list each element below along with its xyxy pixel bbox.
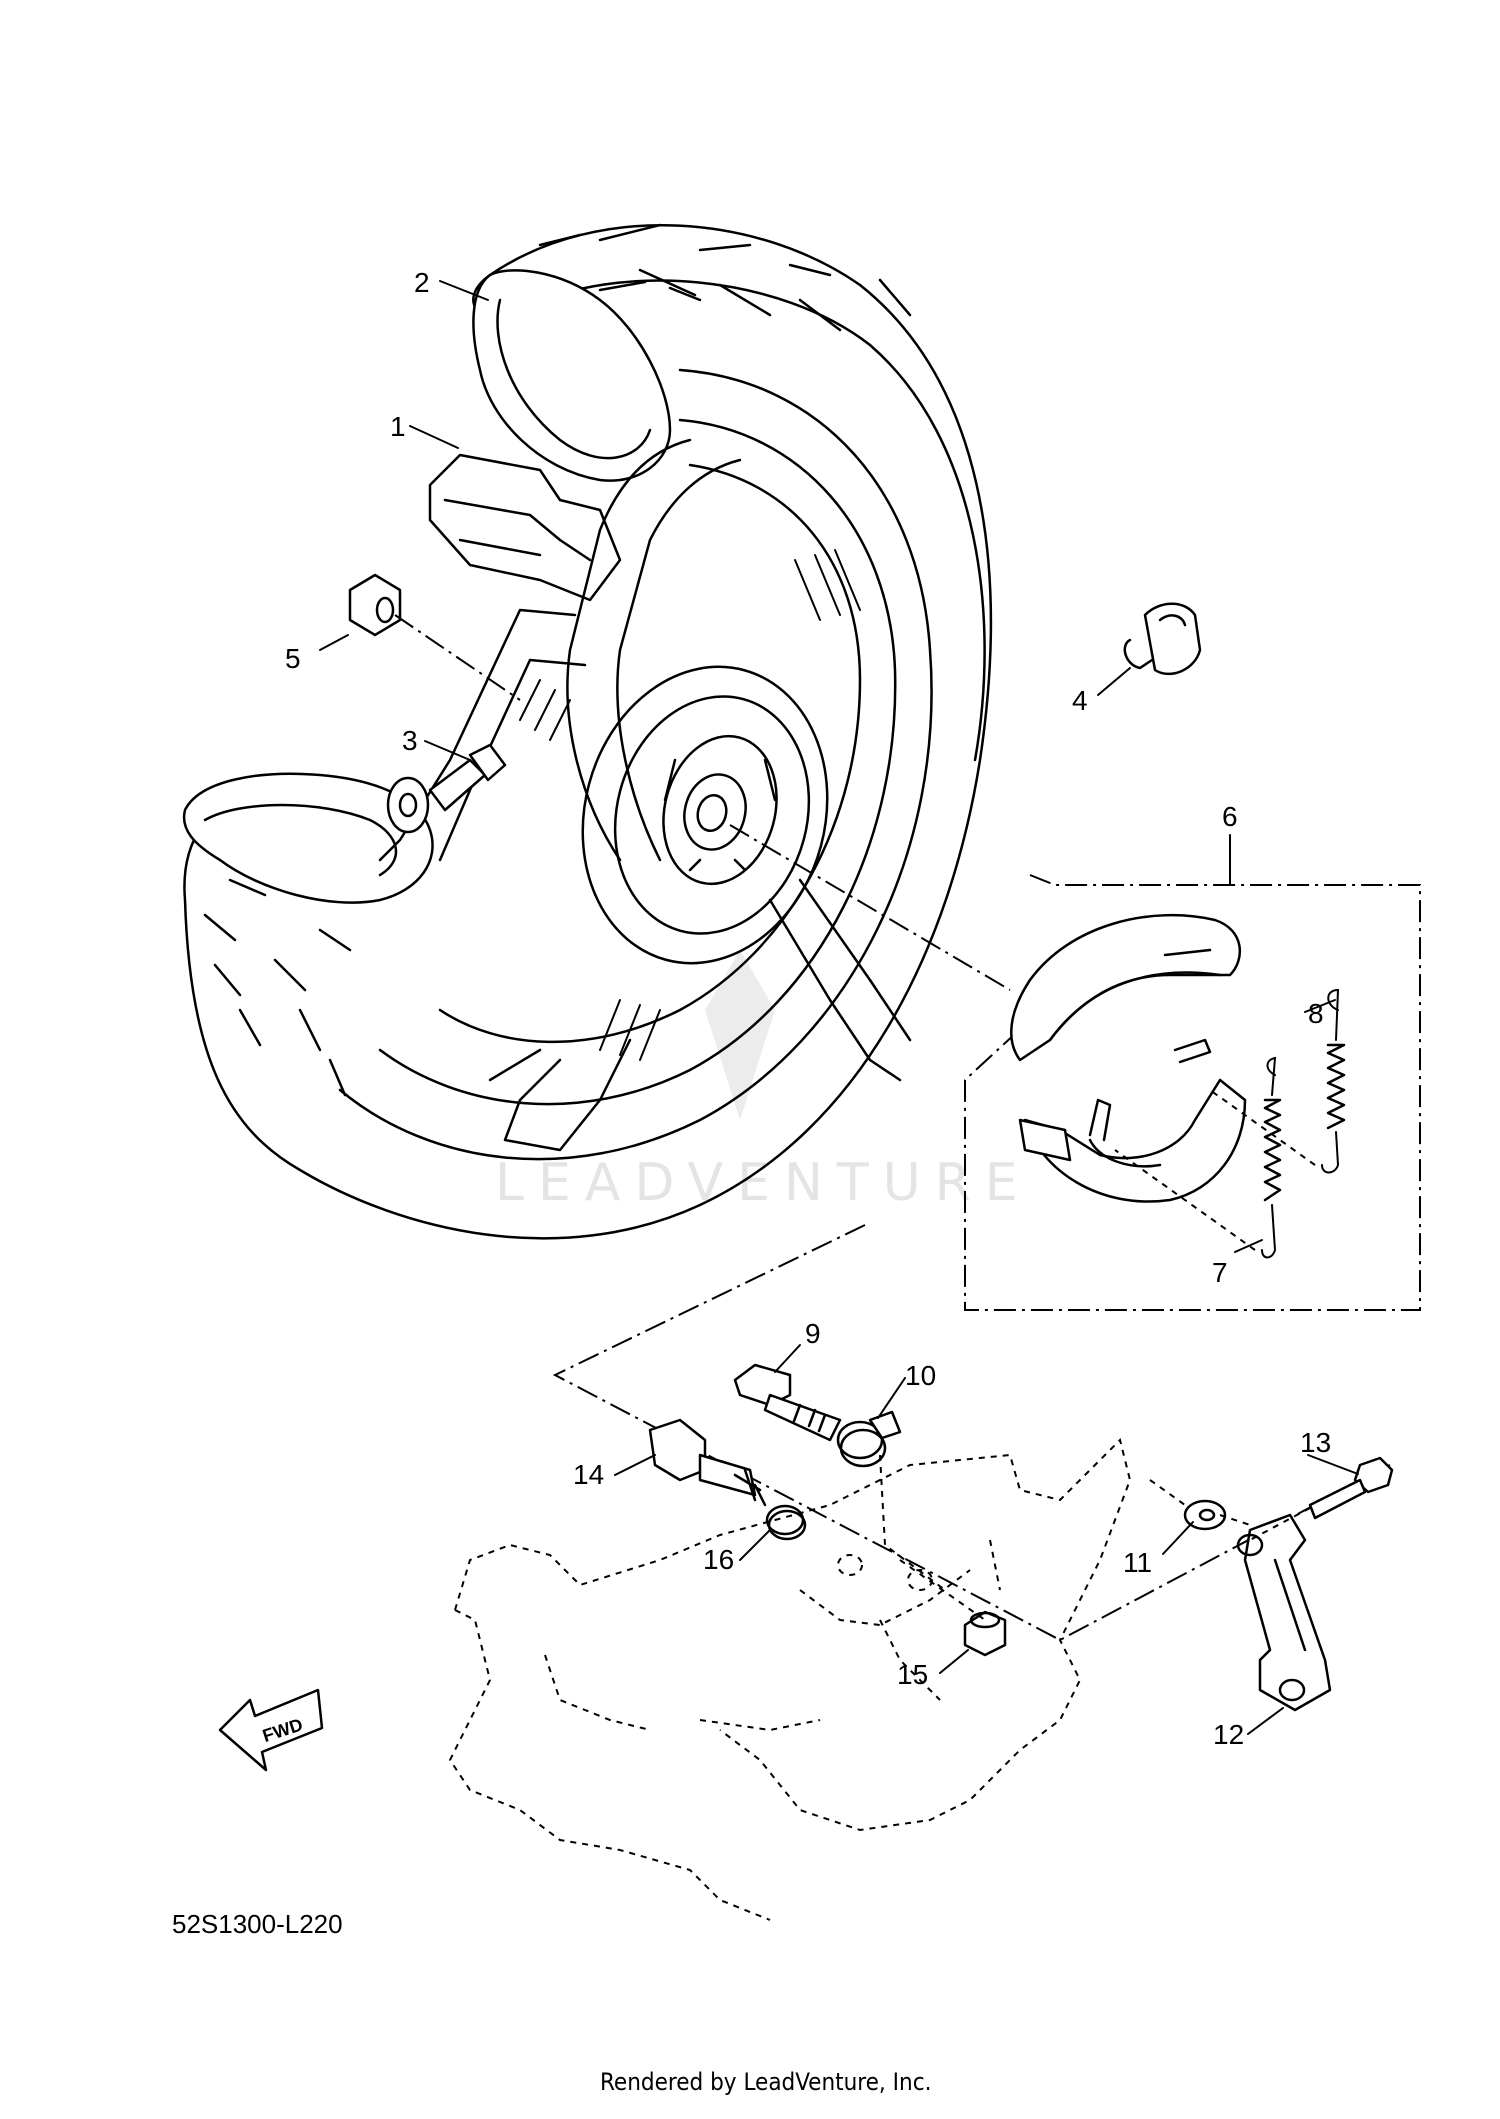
- tire-and-wheel: [182, 223, 993, 1240]
- callout-5[interactable]: 5: [285, 643, 301, 674]
- callout-15[interactable]: 15: [897, 1659, 928, 1690]
- part-11-washer: [1183, 1499, 1227, 1531]
- callout-11[interactable]: 11: [1123, 1547, 1152, 1578]
- part-15-bolt: [963, 1610, 1007, 1657]
- diagram-code: 52S1300-L220: [172, 1909, 343, 1939]
- watermark-text: LEADVENTURE: [495, 1153, 1032, 1213]
- part-12-lever: [1236, 1513, 1332, 1712]
- callout-1[interactable]: 1: [390, 411, 406, 442]
- part-7-spring: [1114, 1056, 1282, 1259]
- callout-8[interactable]: 8: [1308, 998, 1324, 1029]
- part-13-bolt: [1308, 1456, 1394, 1520]
- callout-6[interactable]: 6: [1222, 801, 1238, 832]
- watermark: LEADVENTURE: [495, 950, 1032, 1213]
- part-3-valve: [386, 743, 507, 834]
- callouts: 2 1 3 5 4 6 8 7 9 10 14 16 13 11 12 15: [285, 267, 1331, 1750]
- footer-credit: Rendered by LeadVenture, Inc.: [600, 2068, 931, 2096]
- part-6-brake-shoe-kit: [729, 824, 1421, 1311]
- callout-4[interactable]: 4: [1072, 685, 1088, 716]
- fwd-arrow: FWD: [218, 1688, 324, 1772]
- part-4-weight: [1123, 602, 1202, 676]
- callout-14[interactable]: 14: [573, 1459, 604, 1490]
- callout-7[interactable]: 7: [1212, 1257, 1228, 1288]
- callout-16[interactable]: 16: [703, 1544, 734, 1575]
- callout-12[interactable]: 12: [1213, 1719, 1244, 1750]
- callout-10[interactable]: 10: [905, 1360, 936, 1391]
- callout-9[interactable]: 9: [805, 1318, 821, 1349]
- part-10-oring: [836, 1410, 902, 1468]
- part-14-shaft: [648, 1418, 767, 1507]
- leader-lines: [319, 280, 1359, 1735]
- part-9-camshaft: [733, 1363, 842, 1442]
- part-5-nut: [348, 573, 521, 701]
- callout-2[interactable]: 2: [414, 267, 430, 298]
- callout-3[interactable]: 3: [402, 725, 418, 756]
- brake-cam-assembly: [448, 1224, 1394, 1921]
- callout-13[interactable]: 13: [1300, 1427, 1331, 1458]
- part-8-spring: [1209, 988, 1346, 1174]
- part-16-oring: [765, 1504, 807, 1541]
